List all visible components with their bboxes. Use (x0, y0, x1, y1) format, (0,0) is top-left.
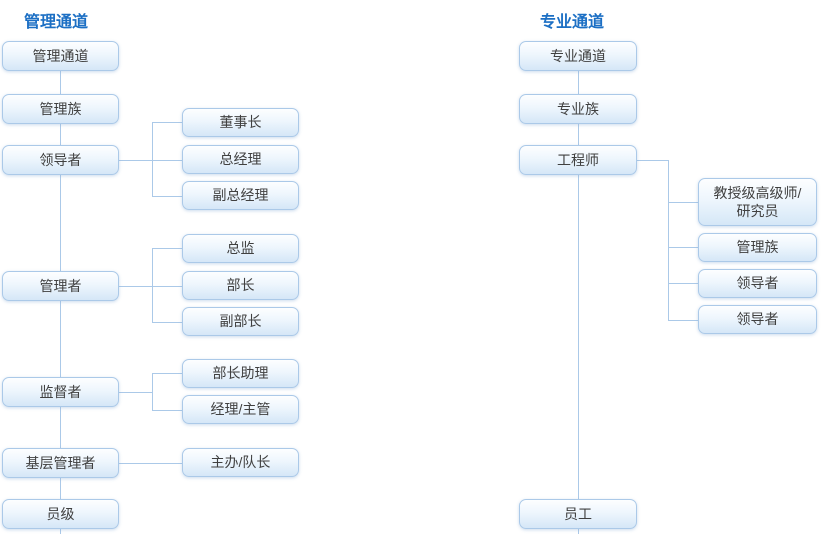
node-prof-channel: 专业通道 (519, 41, 637, 71)
connector-line (668, 283, 698, 284)
node-grassroots-manager: 基层管理者 (2, 448, 119, 478)
node-leader-3: 领导者 (698, 305, 817, 334)
connector-line (152, 322, 182, 323)
connector-line (637, 160, 668, 161)
node-manager: 管理者 (2, 271, 119, 301)
node-minister: 部长 (182, 271, 299, 300)
connector-line (668, 320, 698, 321)
connector-line (152, 373, 153, 410)
connector-line (578, 529, 579, 534)
node-organizer-captain: 主办/队长 (182, 448, 299, 477)
node-deputy-general-manager: 副总经理 (182, 181, 299, 210)
connector-line (152, 196, 182, 197)
node-director: 总监 (182, 234, 299, 263)
connector-line (578, 71, 579, 94)
connector-line (60, 407, 61, 448)
professional-channel-title: 专业通道 (540, 14, 605, 31)
connector-line (119, 286, 182, 287)
node-leader-2: 领导者 (698, 269, 817, 298)
connector-line (578, 175, 579, 499)
connector-line (119, 463, 182, 464)
connector-line (60, 175, 61, 271)
connector-line (119, 160, 182, 161)
node-manager-supervisor: 经理/主管 (182, 395, 299, 424)
connector-line (668, 202, 698, 203)
connector-line (668, 160, 669, 320)
connector-line (152, 248, 153, 322)
node-minister-assistant: 部长助理 (182, 359, 299, 388)
connector-line (152, 373, 182, 374)
node-supervisor: 监督者 (2, 377, 119, 407)
connector-line (60, 71, 61, 94)
node-leader: 领导者 (2, 145, 119, 175)
node-prof-family: 专业族 (519, 94, 637, 124)
node-engineer: 工程师 (519, 145, 637, 175)
node-general-manager: 总经理 (182, 145, 299, 174)
node-mgmt-family-2: 管理族 (698, 233, 817, 262)
node-employee: 员工 (519, 499, 637, 529)
connector-line (60, 124, 61, 145)
node-professor-senior-researcher: 教授级高级师/ 研究员 (698, 178, 817, 226)
connector-line (152, 122, 153, 196)
node-chairman: 董事长 (182, 108, 299, 137)
node-mgmt-channel: 管理通道 (2, 41, 119, 71)
connector-line (578, 124, 579, 145)
connector-line (60, 478, 61, 499)
node-deputy-minister: 副部长 (182, 307, 299, 336)
node-mgmt-family: 管理族 (2, 94, 119, 124)
connector-line (60, 301, 61, 377)
connector-line (152, 248, 182, 249)
connector-line (60, 529, 61, 534)
connector-line (152, 122, 182, 123)
connector-line (668, 247, 698, 248)
connector-line (152, 410, 182, 411)
connector-line (119, 392, 152, 393)
node-staff-level: 员级 (2, 499, 119, 529)
management-channel-title: 管理通道 (24, 14, 89, 31)
